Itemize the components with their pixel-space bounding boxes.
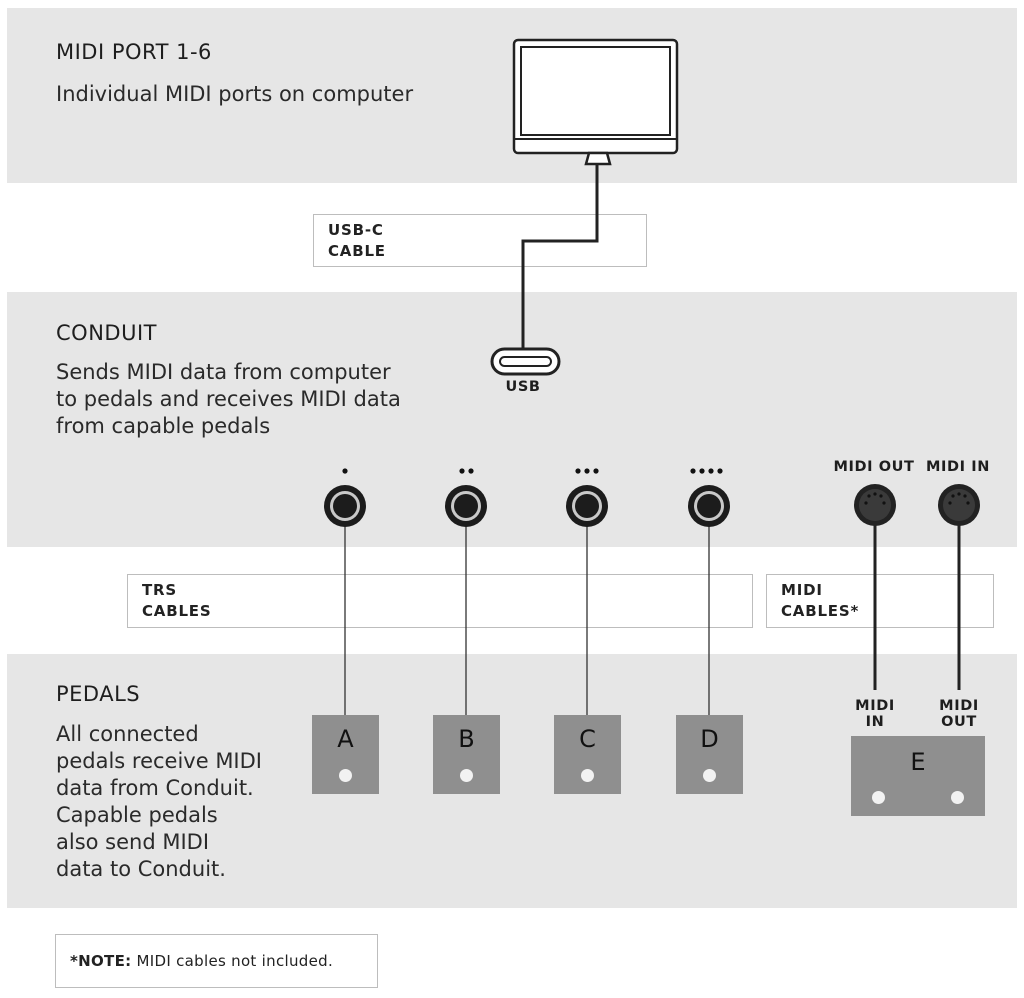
pedal-c: C <box>554 715 621 794</box>
trs-jack-1-icon <box>324 485 366 527</box>
conduit-description: Sends MIDI data from computer to pedals … <box>56 360 401 438</box>
usb-c-cable <box>521 164 599 350</box>
footswitch-icon <box>872 791 885 804</box>
midi-out-jack-icon <box>854 484 896 526</box>
footswitch-icon <box>581 769 594 782</box>
usb-c-port-icon <box>490 347 561 376</box>
note-box: *NOTE: MIDI cables not included. <box>55 934 378 988</box>
footswitch-icon <box>951 791 964 804</box>
midi-port-title: MIDI PORT 1-6 <box>56 40 212 64</box>
pedal-e-midi-out-label: MIDI OUT <box>939 698 979 730</box>
pedal-b: B <box>433 715 500 794</box>
pedals-description: All connected pedals receive MIDI data f… <box>56 722 262 881</box>
pedal-d: D <box>676 715 743 794</box>
midi-in-port-label: MIDI IN <box>925 459 991 475</box>
note-prefix: *NOTE: <box>70 952 132 970</box>
pedal-e-label: E <box>910 748 926 776</box>
trs-jack-2-icon <box>445 485 487 527</box>
footswitch-icon <box>460 769 473 782</box>
midi-out-port-label: MIDI OUT <box>833 459 915 475</box>
port-1-indicator-icon <box>342 468 348 474</box>
midi-cables-label: MIDI CABLES* <box>766 574 994 628</box>
pedal-b-label: B <box>458 725 475 753</box>
midi-in-jack-icon <box>938 484 980 526</box>
port-4-indicator-icon <box>690 468 723 474</box>
pedals-title: PEDALS <box>56 682 141 706</box>
pedals-section <box>7 654 1017 908</box>
port-2-indicator-icon <box>459 468 474 474</box>
trs-cables-label: TRS CABLES <box>127 574 753 628</box>
usb-port-label: USB <box>505 379 541 395</box>
pedal-c-label: C <box>579 725 596 753</box>
trs-jack-3-icon <box>566 485 608 527</box>
pedal-e: E <box>851 736 985 816</box>
pedal-d-label: D <box>700 725 719 753</box>
footswitch-icon <box>703 769 716 782</box>
computer-section <box>7 8 1017 183</box>
pedal-a: A <box>312 715 379 794</box>
midi-port-description: Individual MIDI ports on computer <box>56 82 414 106</box>
footswitch-icon <box>339 769 352 782</box>
note-text: MIDI cables not included. <box>131 952 334 970</box>
conduit-section <box>7 292 1017 547</box>
trs-jack-4-icon <box>688 485 730 527</box>
conduit-title: CONDUIT <box>56 321 157 345</box>
monitor-icon <box>512 38 679 166</box>
pedal-a-label: A <box>337 725 354 753</box>
port-3-indicator-icon <box>575 468 599 474</box>
pedal-e-midi-in-label: MIDI IN <box>855 698 895 730</box>
